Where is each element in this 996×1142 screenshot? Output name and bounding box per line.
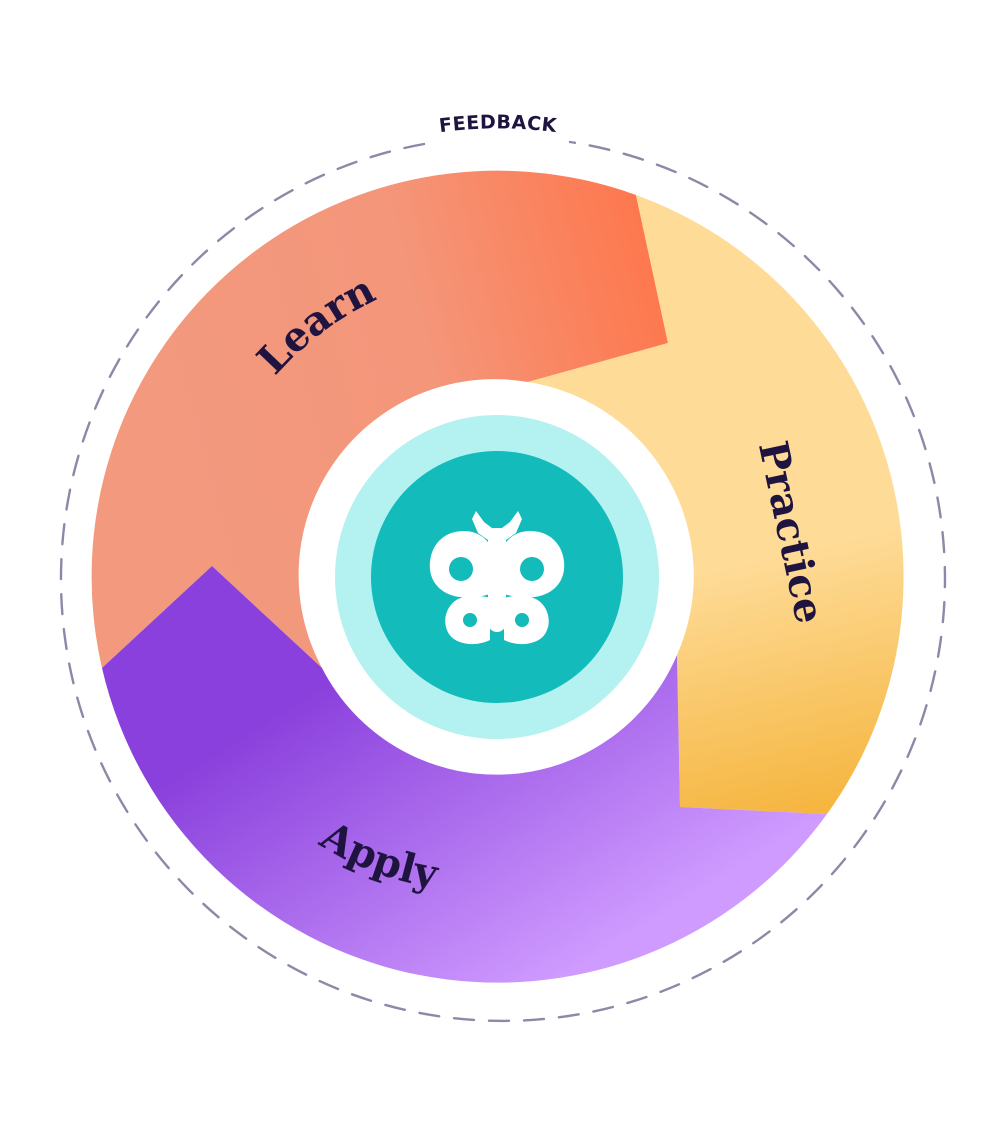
- segment-apply: [102, 566, 827, 983]
- segment-practice: [528, 195, 904, 814]
- feedback-ring: [59, 140, 947, 1023]
- segment-learn: [91, 170, 669, 668]
- butterfly-icon: [429, 511, 565, 645]
- feedback-ring-dashes: [59, 140, 947, 1023]
- feedback-label: FEEDBACK: [438, 111, 559, 137]
